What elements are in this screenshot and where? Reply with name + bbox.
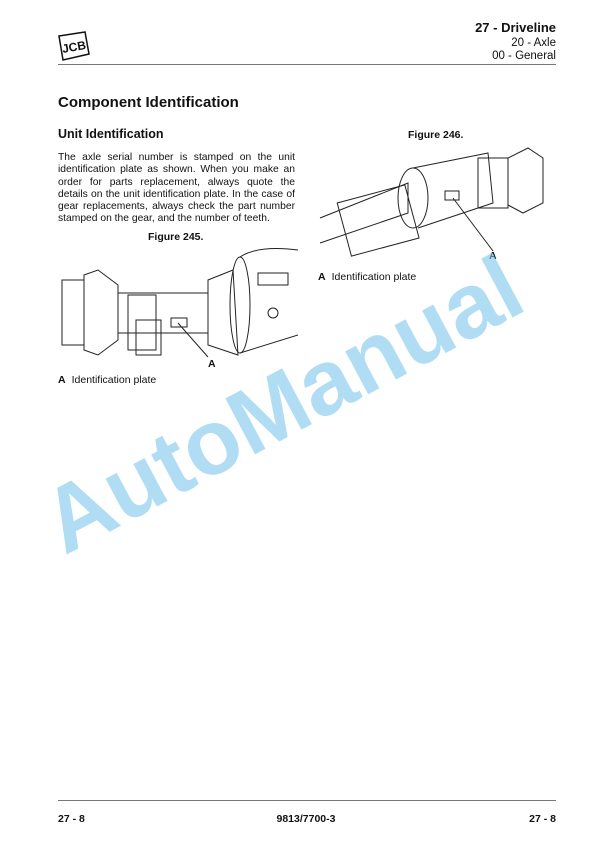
footer-doc-number: 9813/7700-3 <box>276 813 336 825</box>
footer-divider <box>58 800 556 801</box>
figure-246-axle-drawing <box>319 147 544 257</box>
subsection-label: 00 - General <box>492 50 556 62</box>
legend-text: Identification plate <box>71 374 157 386</box>
jcb-logo: JCB <box>58 31 90 61</box>
chapter-heading: 27 - Driveline <box>475 20 556 35</box>
figure-245-callout-a: A <box>208 358 216 370</box>
figure-245-axle-drawing <box>61 248 298 358</box>
section-label: 20 - Axle <box>511 37 556 49</box>
figure-245-caption: Figure 245. <box>148 231 204 243</box>
svg-text:JCB: JCB <box>61 38 87 56</box>
figure-246-legend: A Identification plate <box>318 271 416 283</box>
footer-page-right: 27 - 8 <box>529 813 556 825</box>
legend-key: A <box>318 271 326 283</box>
figure-245-legend: A Identification plate <box>58 374 156 386</box>
legend-key: A <box>58 374 66 386</box>
footer-page-left: 27 - 8 <box>58 813 85 825</box>
header-divider <box>58 64 556 65</box>
section-heading: 20 - Axle 00 - General <box>492 37 556 63</box>
legend-text: Identification plate <box>331 271 417 283</box>
figure-246-caption: Figure 246. <box>408 129 464 141</box>
section-subtitle: Unit Identification <box>58 127 164 141</box>
body-paragraph: The axle serial number is stamped on the… <box>58 152 295 225</box>
page-title: Component Identification <box>58 94 239 111</box>
figure-246-callout-a: A <box>489 250 497 262</box>
